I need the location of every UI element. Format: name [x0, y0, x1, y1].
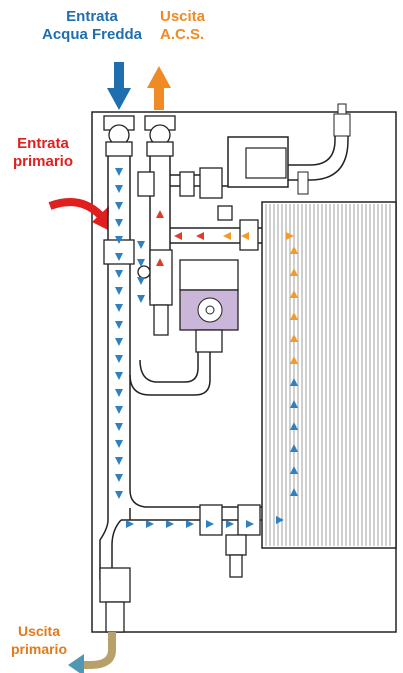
arrow-down-icon	[107, 62, 131, 110]
heat-exchanger	[262, 202, 396, 548]
arrow-left-icon	[68, 654, 84, 673]
arrow-up-icon	[147, 66, 171, 110]
cold-inlet-valve	[104, 116, 134, 156]
acs-outlet-valve	[145, 116, 175, 156]
